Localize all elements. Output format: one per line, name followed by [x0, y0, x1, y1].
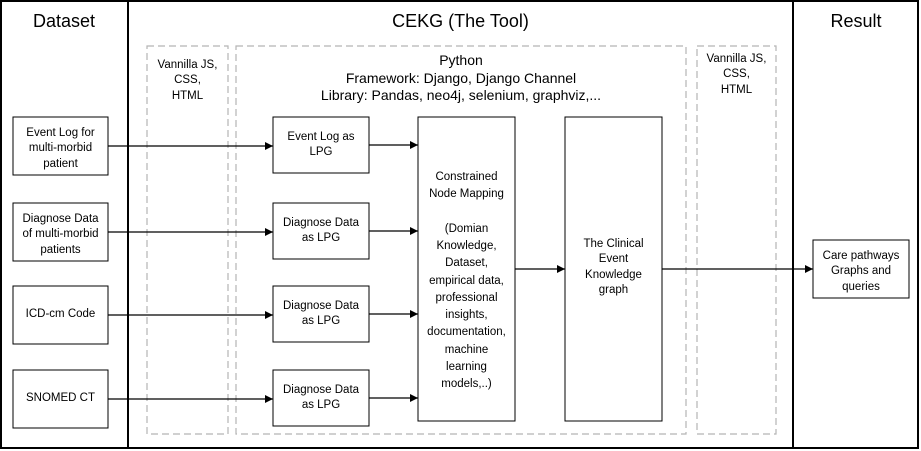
- knowledge-graph-box: [564, 116, 663, 422]
- input-box-diagnose-data: [12, 202, 109, 262]
- node-mapping-box: [417, 116, 516, 422]
- input-box-event-log: [12, 116, 109, 176]
- backend-framework: Framework: Django, Django Channel: [345, 69, 577, 86]
- backend-region: [235, 45, 687, 435]
- lpg-box-4: [272, 369, 370, 427]
- lpg-box-1: [272, 116, 370, 174]
- input-box-icd-code: [12, 285, 109, 345]
- input-label-icd-code: ICD-cm Code: [25, 308, 96, 320]
- backend-label: Python Framework: Django, Django Channel…: [236, 52, 686, 105]
- output-box: [812, 239, 910, 299]
- backend-library: Library: Pandas, neo4j, selenium, graphv…: [320, 87, 602, 103]
- lpg-box-2: [272, 202, 370, 260]
- header-result: Result: [830, 11, 882, 31]
- frontend-right-region: [696, 45, 777, 435]
- frontend-left-region: [146, 45, 229, 435]
- header-tool: CEKG (The Tool): [392, 11, 529, 31]
- input-label-snomed: SNOMED CT: [26, 392, 95, 404]
- frontend-right-label: Vannilla JS,CSS,HTML: [706, 53, 767, 96]
- frontend-left-label: Vannilla JS,CSS,HTML: [157, 59, 218, 102]
- backend-language: Python: [439, 52, 483, 68]
- lpg-box-3: [272, 285, 370, 343]
- header-dataset: Dataset: [32, 11, 96, 31]
